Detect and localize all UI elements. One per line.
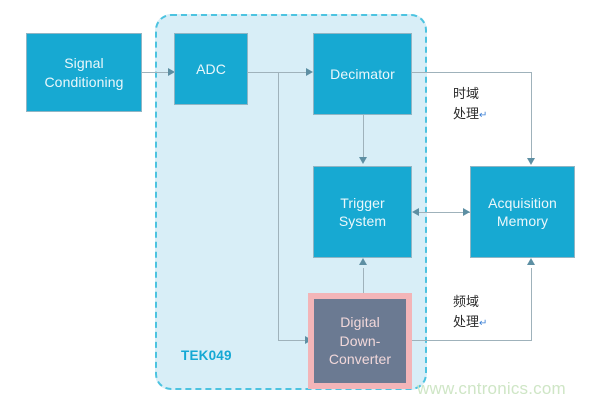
block-decimator[interactable]: Decimator [313, 33, 412, 115]
annotation-freq-domain-line1: 频域 [453, 295, 480, 310]
block-decimator-label: Decimator [330, 65, 395, 82]
return-mark-icon: ↵ [479, 318, 488, 330]
annotation-text: 处理 [453, 107, 480, 123]
connector-trigger-acqmem [414, 212, 470, 213]
arrowhead-decimator-to-acqmem [527, 158, 535, 165]
block-label-line: Signal [64, 55, 104, 72]
connector-ddc-to-acqmem-vertical [531, 268, 532, 341]
tek049-group-label: TEK049 [181, 348, 232, 363]
block-label-line: Conditioning [44, 73, 124, 90]
connector-ddc-to-acqmem-horizontal [412, 340, 532, 341]
block-adc-label: ADC [196, 60, 226, 77]
block-label-line: Trigger [340, 194, 385, 211]
annotation-time-domain: 时域 处理↵ [453, 85, 487, 125]
arrowhead-trigger-to-acqmem [463, 208, 470, 216]
return-mark-icon: ↵ [479, 110, 488, 122]
connector-decimator-to-trigger [363, 115, 364, 159]
connector-decimator-to-acqmem-vertical [531, 72, 532, 160]
connector-adc-branch-vertical [278, 72, 279, 340]
connector-decimator-to-acqmem-horizontal [412, 72, 532, 73]
block-label-line: System [338, 213, 387, 229]
block-label-line: Acquisition [488, 194, 557, 211]
block-acquisition-memory-label: Acquisition Memory [488, 194, 557, 231]
block-label-line: Digital [340, 314, 380, 331]
connector-adc-branch-to-ddc [278, 340, 308, 341]
arrowhead-acqmem-to-trigger [412, 208, 419, 216]
annotation-freq-domain: 频域 处理↵ [453, 293, 487, 333]
annotation-time-domain-line2: 处理↵ [453, 105, 487, 125]
block-signal-conditioning[interactable]: Signal Conditioning [26, 33, 142, 112]
annotation-freq-domain-line2: 处理↵ [453, 313, 487, 333]
arrowhead-ddc-to-trigger [359, 258, 367, 265]
block-signal-conditioning-label: Signal Conditioning [44, 54, 123, 91]
connector-signal-to-adc [142, 72, 170, 73]
arrowhead-signal-to-adc [168, 68, 175, 76]
annotation-time-domain-line1: 时域 [453, 87, 480, 102]
arrowhead-decimator-to-trigger [359, 157, 367, 164]
block-trigger-system[interactable]: Trigger System [313, 166, 412, 258]
block-digital-down-converter-label: Digital Down- Converter [329, 313, 391, 368]
block-trigger-system-label: Trigger System [339, 194, 386, 231]
block-label-line: Converter [328, 351, 392, 368]
arrowhead-ddc-to-acqmem [527, 258, 535, 265]
site-watermark: www.cntronics.com [417, 379, 566, 398]
block-acquisition-memory[interactable]: Acquisition Memory [470, 166, 575, 258]
block-label-line: Memory [496, 213, 549, 229]
block-adc[interactable]: ADC [174, 33, 248, 105]
block-digital-down-converter[interactable]: Digital Down- Converter [308, 293, 412, 389]
arrowhead-adc-to-decimator [306, 68, 313, 76]
annotation-text: 处理 [453, 315, 480, 331]
block-label-line: Down- [339, 332, 381, 349]
connector-ddc-to-trigger [363, 268, 364, 294]
